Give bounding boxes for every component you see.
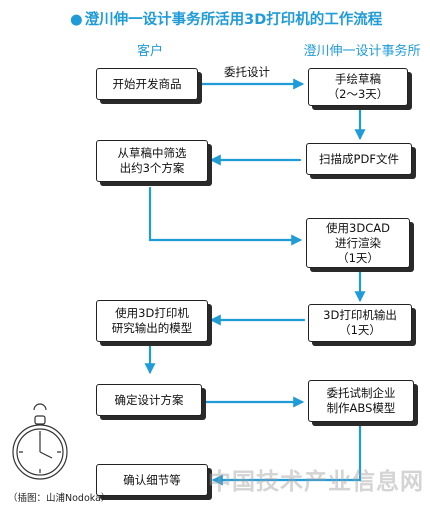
step-hand-sketch: 手绘草稿 （2～3天） (308, 68, 408, 106)
step-finalize-design: 确定设计方案 (96, 384, 202, 416)
column-header-client: 客户 (136, 44, 163, 59)
edge-label-design-request: 委托设计 (224, 65, 270, 79)
step-3dcad-render: 使用3DCAD 进行渲染 （1天） (306, 218, 410, 268)
step-confirm-details: 确认细节等 (96, 464, 208, 496)
step-abs-model: 委托试制企业 制作ABS模型 (308, 380, 414, 422)
step-scan-pdf: 扫描成PDF文件 (306, 143, 412, 175)
column-header-studio: 澄川伸一设计事务所 (303, 44, 421, 59)
stopwatch-illustration (12, 403, 68, 480)
title-text: 澄川伸一设计事务所活用3D打印机的工作流程 (84, 12, 383, 28)
step-select-proposals: 从草稿中筛选 出约3个方案 (96, 140, 208, 182)
step-3d-print-output: 3D打印机输出 （1天） (308, 304, 412, 342)
arrow-s4-to-s5 (148, 186, 303, 246)
page-title: ●澄川伸一设计事务所活用3D打印机的工作流程 (70, 8, 426, 29)
step-start-development: 开始开发商品 (96, 68, 198, 100)
step-study-model: 使用3D打印机 研究输出的模型 (96, 300, 208, 342)
illustration-credit: （插图：山浦Nodoka） (8, 493, 111, 504)
watermark: 中国技术产业信息网 (208, 469, 424, 495)
bullet-icon: ● (70, 12, 83, 28)
arrow-s9-to-s10 (211, 424, 362, 486)
